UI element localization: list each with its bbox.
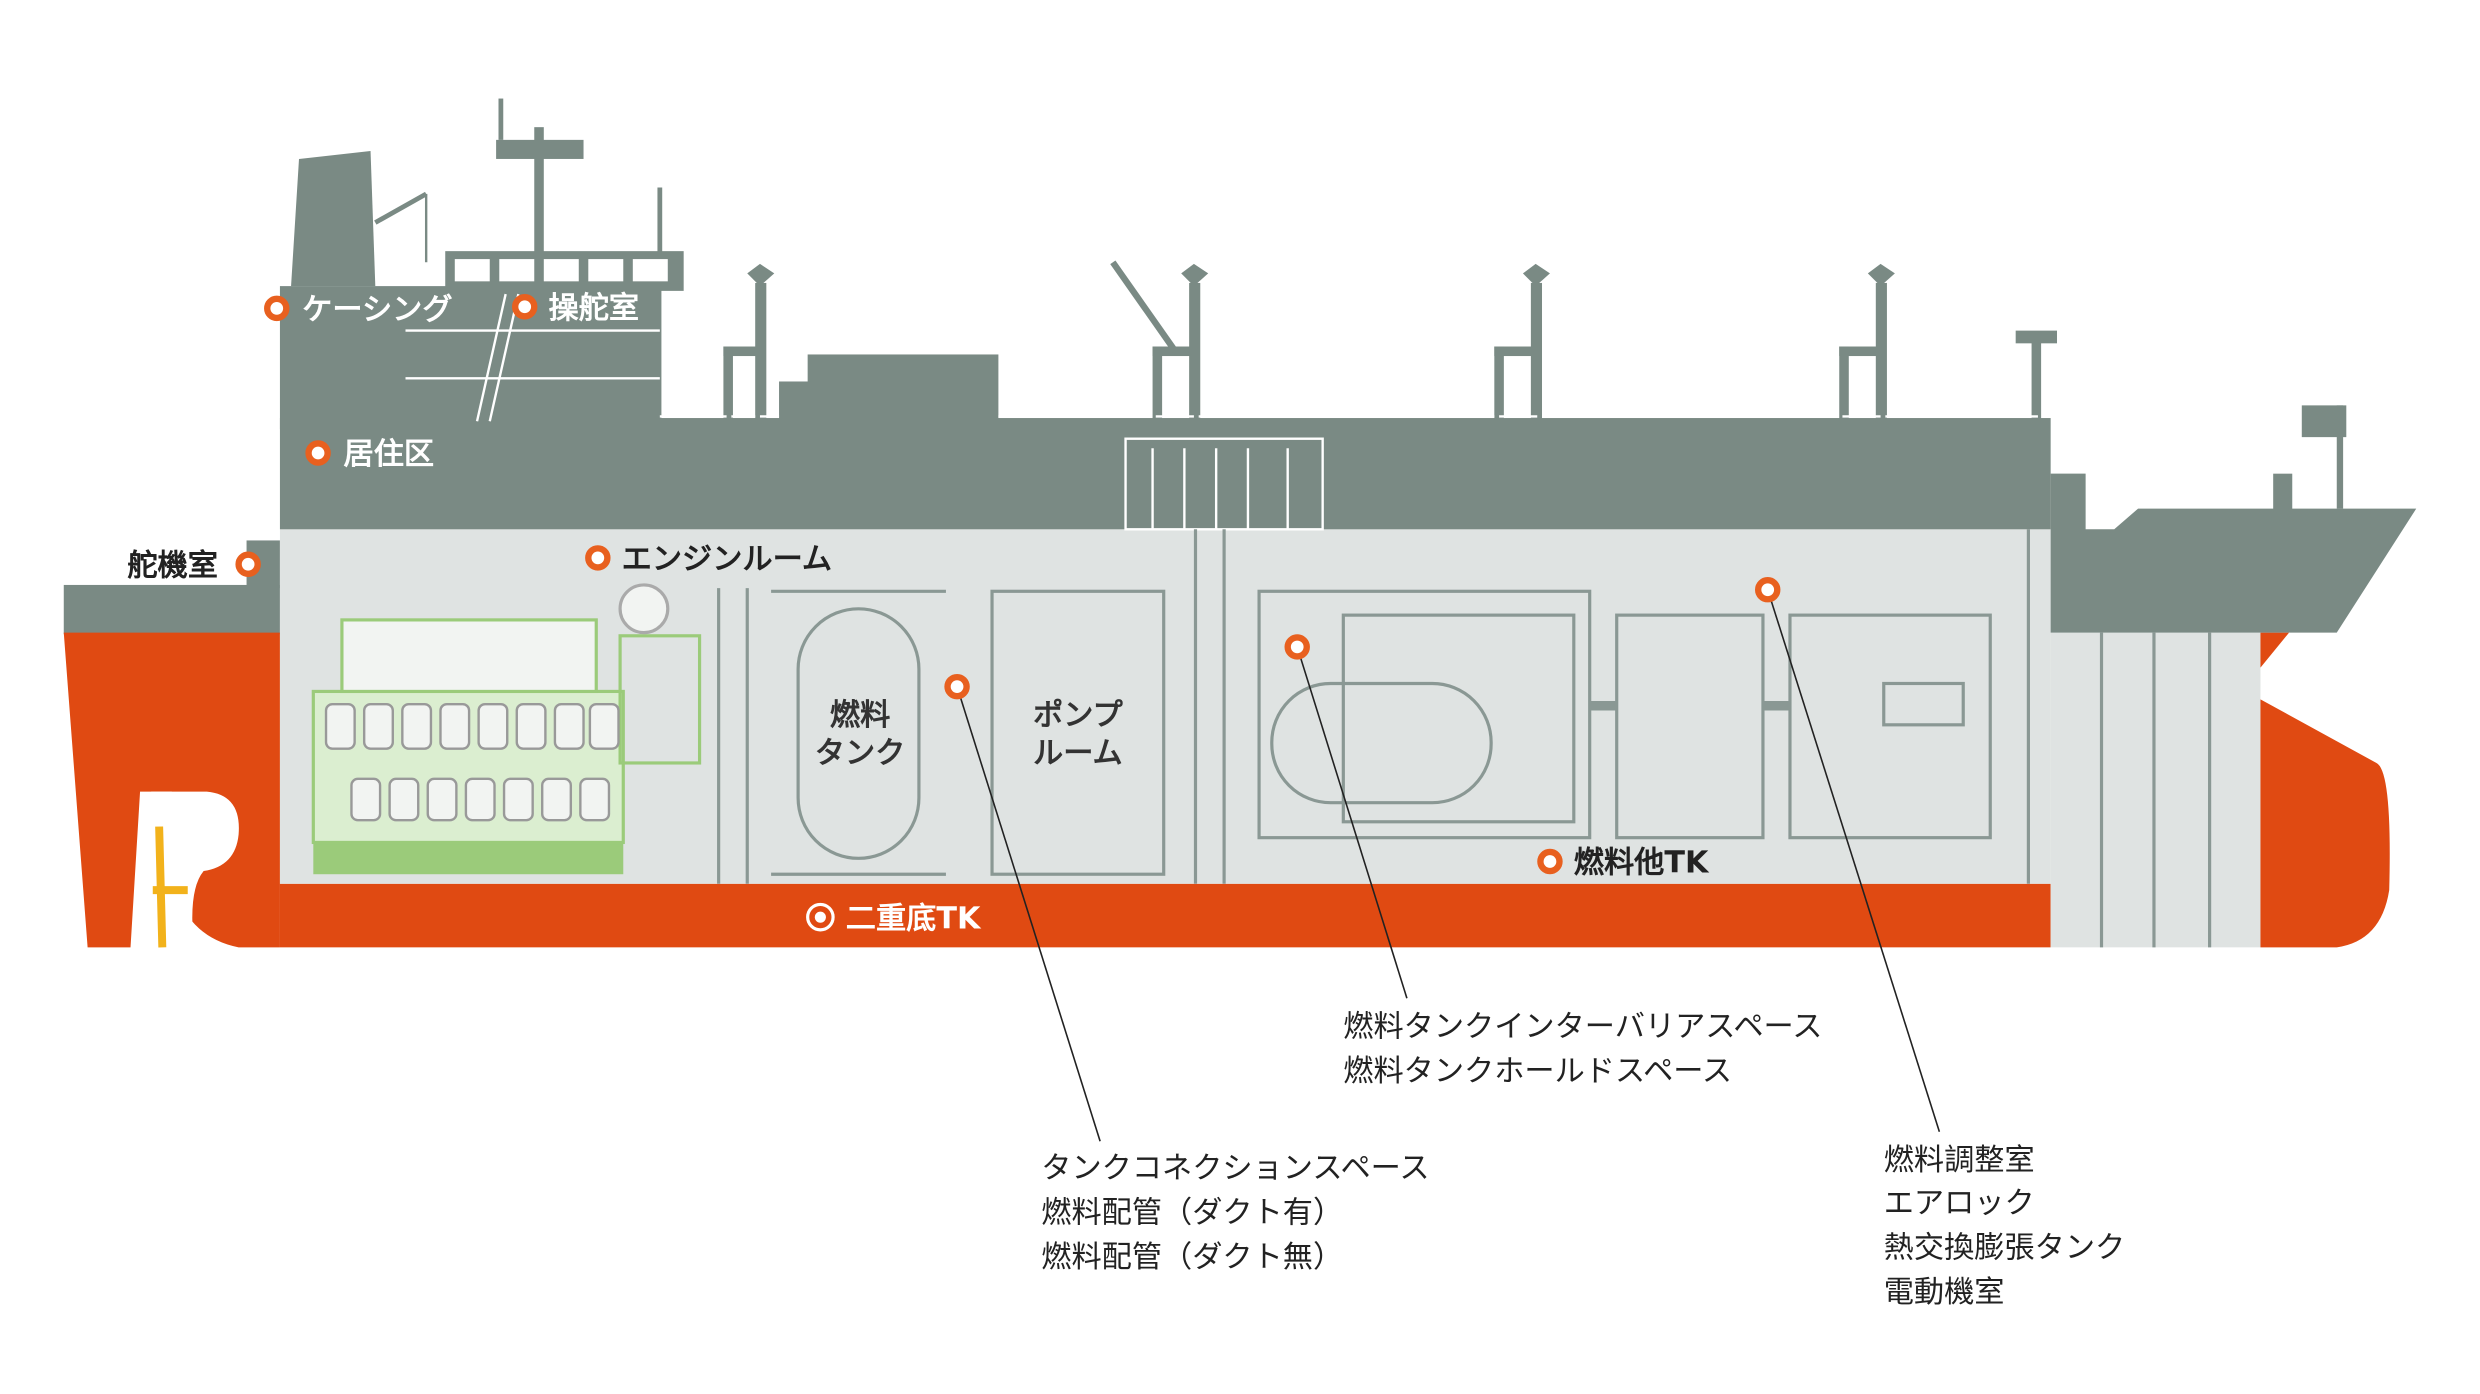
- marker-hold[interactable]: [1284, 634, 1310, 660]
- callout-text: 電動機室: [1884, 1275, 2005, 1310]
- bridge-windows: [454, 259, 668, 282]
- label-fuel-tank-2: タンク: [815, 736, 906, 771]
- callout-text: エアロック: [1884, 1186, 2035, 1221]
- marker-steering[interactable]: [235, 551, 261, 577]
- main-engine: [311, 583, 702, 875]
- label-double-bottom-tk: 二重底TK: [846, 901, 982, 936]
- stern-deck: [63, 584, 280, 635]
- marker-double-bottom[interactable]: [806, 902, 835, 932]
- callout-text: 燃料調整室: [1884, 1143, 2035, 1178]
- label-engine-room: エンジンルーム: [622, 542, 832, 577]
- label-steering-gear-room: 舵機室: [127, 547, 218, 583]
- double-bottom: [279, 883, 2051, 948]
- label-accommodation: 居住区: [344, 437, 435, 472]
- bow-deck: [2050, 473, 2417, 633]
- pump-room-box: [990, 589, 1166, 876]
- label-pump-room-1: ポンプ: [1033, 698, 1123, 733]
- markers: [235, 294, 1781, 932]
- fuel-tank-shape: [796, 607, 921, 860]
- stern-hull: [63, 632, 280, 948]
- marker-casing[interactable]: [264, 295, 290, 322]
- callout-text: 燃料配管（ダクト無）: [1041, 1240, 1343, 1275]
- marker-adjust[interactable]: [1755, 576, 1781, 603]
- label-fuel-tank-1: 燃料: [830, 698, 890, 733]
- marker-bridge[interactable]: [512, 294, 538, 320]
- marker-accommodation[interactable]: [305, 440, 331, 466]
- superstructure: [279, 98, 2058, 530]
- callout-text: 燃料配管（ダクト有）: [1041, 1195, 1343, 1230]
- marker-other-fuel[interactable]: [1537, 848, 1563, 875]
- marker-engine-room[interactable]: [585, 545, 611, 571]
- callout-text: 燃料タンクホールドスペース: [1343, 1054, 1732, 1089]
- callout-text: 燃料タンクインターバリアスペース: [1343, 1009, 1822, 1044]
- marker-connection[interactable]: [944, 673, 970, 700]
- callout-text: タンクコネクションスペース: [1041, 1151, 1429, 1186]
- propeller: [152, 826, 188, 948]
- label-bridge: 操舵室: [549, 290, 640, 326]
- compartments: [717, 529, 2030, 884]
- callout-connection: タンクコネクションスペース 燃料配管（ダクト有） 燃料配管（ダクト無）: [1041, 1151, 1429, 1275]
- label-pump-room-2: ルーム: [1033, 736, 1123, 771]
- rudder-cutout: [143, 791, 239, 948]
- leader-lines: [956, 589, 1941, 1142]
- callout-adjust: 燃料調整室 エアロック 熱交換膨張タンク 電動機室: [1884, 1143, 2126, 1310]
- label-casing: ケーシング: [302, 292, 452, 327]
- deck-lines: [405, 293, 2051, 531]
- callout-hold: 燃料タンクインターバリアスペース 燃料タンクホールドスペース: [1343, 1009, 1822, 1089]
- label-other-fuel-tk: 燃料他TK: [1574, 846, 1710, 881]
- bow-hull: [2260, 632, 2390, 948]
- callout-text: 熱交換膨張タンク: [1884, 1230, 2126, 1265]
